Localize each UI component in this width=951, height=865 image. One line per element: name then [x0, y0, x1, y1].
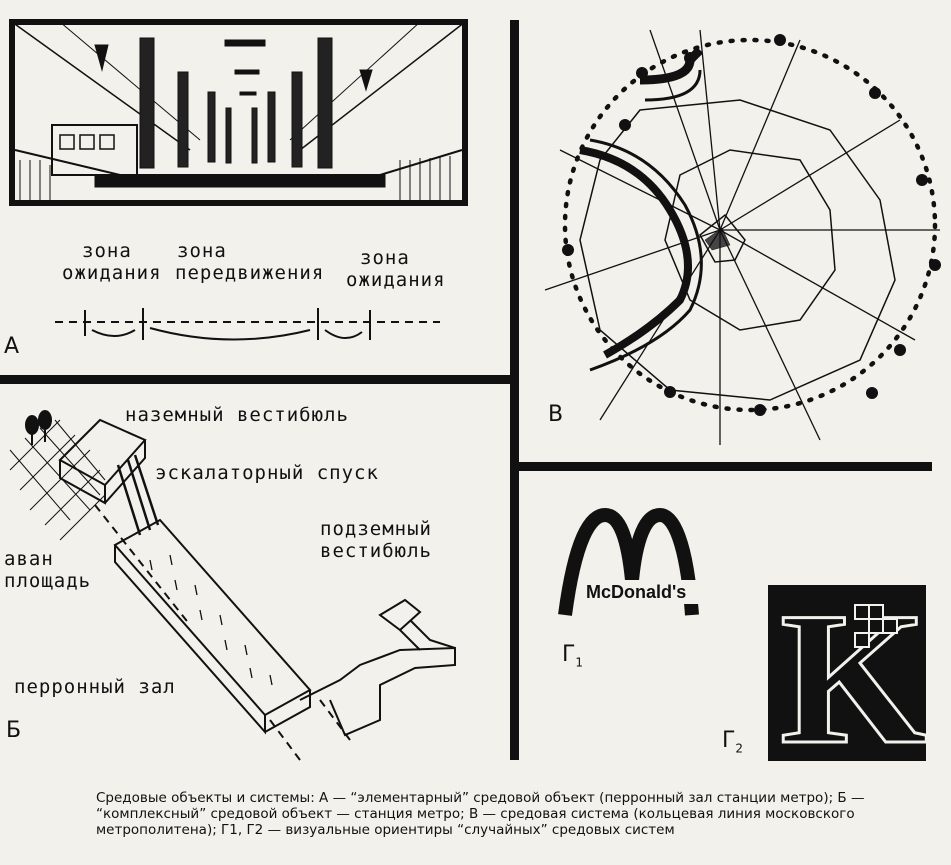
mcdonalds-logo: McDonald's [558, 507, 722, 616]
divider-horizontal-right [519, 462, 932, 471]
square-label: аван площадь [4, 548, 91, 592]
zone-label-line: зона [360, 247, 410, 269]
panel-letter-g1: Г1 [562, 642, 583, 669]
zone-label-line: зона [177, 240, 227, 262]
underground-vestibule-label: подземный вестибюль [320, 518, 432, 562]
zone-waiting-right-label: зона ожидания [346, 247, 446, 291]
zone-label-line: зона [82, 240, 132, 262]
divider-horizontal-left [0, 375, 512, 384]
divider-vertical [510, 20, 519, 760]
zone-label-line: ожидания [346, 269, 446, 291]
panel-letter-b: Б [6, 718, 22, 743]
panel-letter-a: А [4, 334, 20, 359]
figure-caption: Средовые объекты и системы: А — “элемент… [96, 790, 865, 838]
label-line: подземный [320, 518, 432, 540]
zone-waiting-left-label: зона ожидания [62, 240, 162, 284]
label-line: аван [4, 548, 54, 570]
label-line: вестибюль [320, 540, 432, 562]
station-axonometric [9, 410, 456, 761]
mcdonalds-logo-text: McDonald's [586, 582, 686, 602]
g2-letter: Г [722, 728, 736, 753]
ground-vestibule-label: наземный вестибюль [125, 404, 349, 426]
g1-subscript: 1 [575, 655, 584, 670]
g2-subscript: 2 [735, 741, 744, 756]
zone-movement-label: зона передвижения [175, 240, 324, 284]
metro-ring-map [544, 29, 941, 445]
escalator-label: эскалаторный спуск [155, 462, 379, 484]
platform-hall-sketch [9, 19, 468, 206]
g1-letter: Г [562, 642, 576, 667]
k-sign: K [768, 573, 929, 786]
k-sign-letter: K [780, 574, 928, 784]
panel-letter-g2: Г2 [722, 728, 743, 755]
platform-hall-label: перронный зал [14, 676, 176, 698]
label-line: площадь [4, 570, 92, 592]
zone-label-line: ожидания [62, 262, 162, 284]
zone-scheme [55, 308, 440, 341]
panel-letter-v: В [548, 402, 564, 427]
zone-label-line: передвижения [175, 262, 325, 284]
